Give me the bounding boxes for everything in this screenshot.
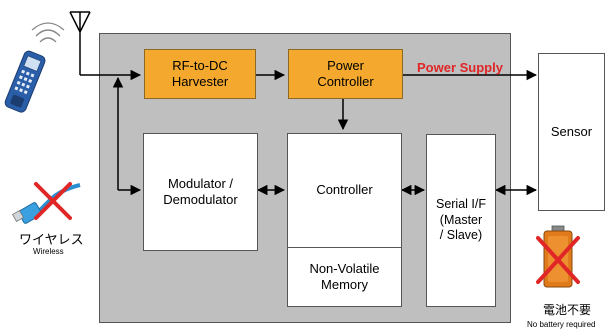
serial-interface-block: Serial I/F (Master / Slave) <box>426 134 496 307</box>
controller-block: Controller <box>287 133 402 248</box>
power-supply-label: Power Supply <box>417 60 503 75</box>
power-controller-block: Power Controller <box>288 49 403 99</box>
wireless-en-label: Wireless <box>33 247 64 256</box>
modulator-demodulator-block: Modulator / Demodulator <box>143 133 258 251</box>
sensor-block: Sensor <box>538 53 605 211</box>
no-battery-en-label: No battery required <box>527 320 596 329</box>
rf-to-dc-harvester-block: RF-to-DC Harvester <box>144 49 256 99</box>
antenna-icon <box>69 11 91 75</box>
radio-waves-icon <box>31 22 65 43</box>
wireless-jp-label: ワイヤレス <box>19 232 84 247</box>
non-volatile-memory-block: Non-Volatile Memory <box>287 247 402 307</box>
red-cross-icon <box>34 182 72 220</box>
battery-red-cross-icon <box>536 236 580 284</box>
no-battery-jp-label: 電池不要 <box>543 303 592 317</box>
battery-icon <box>543 225 573 288</box>
handheld-reader-icon <box>4 50 46 113</box>
